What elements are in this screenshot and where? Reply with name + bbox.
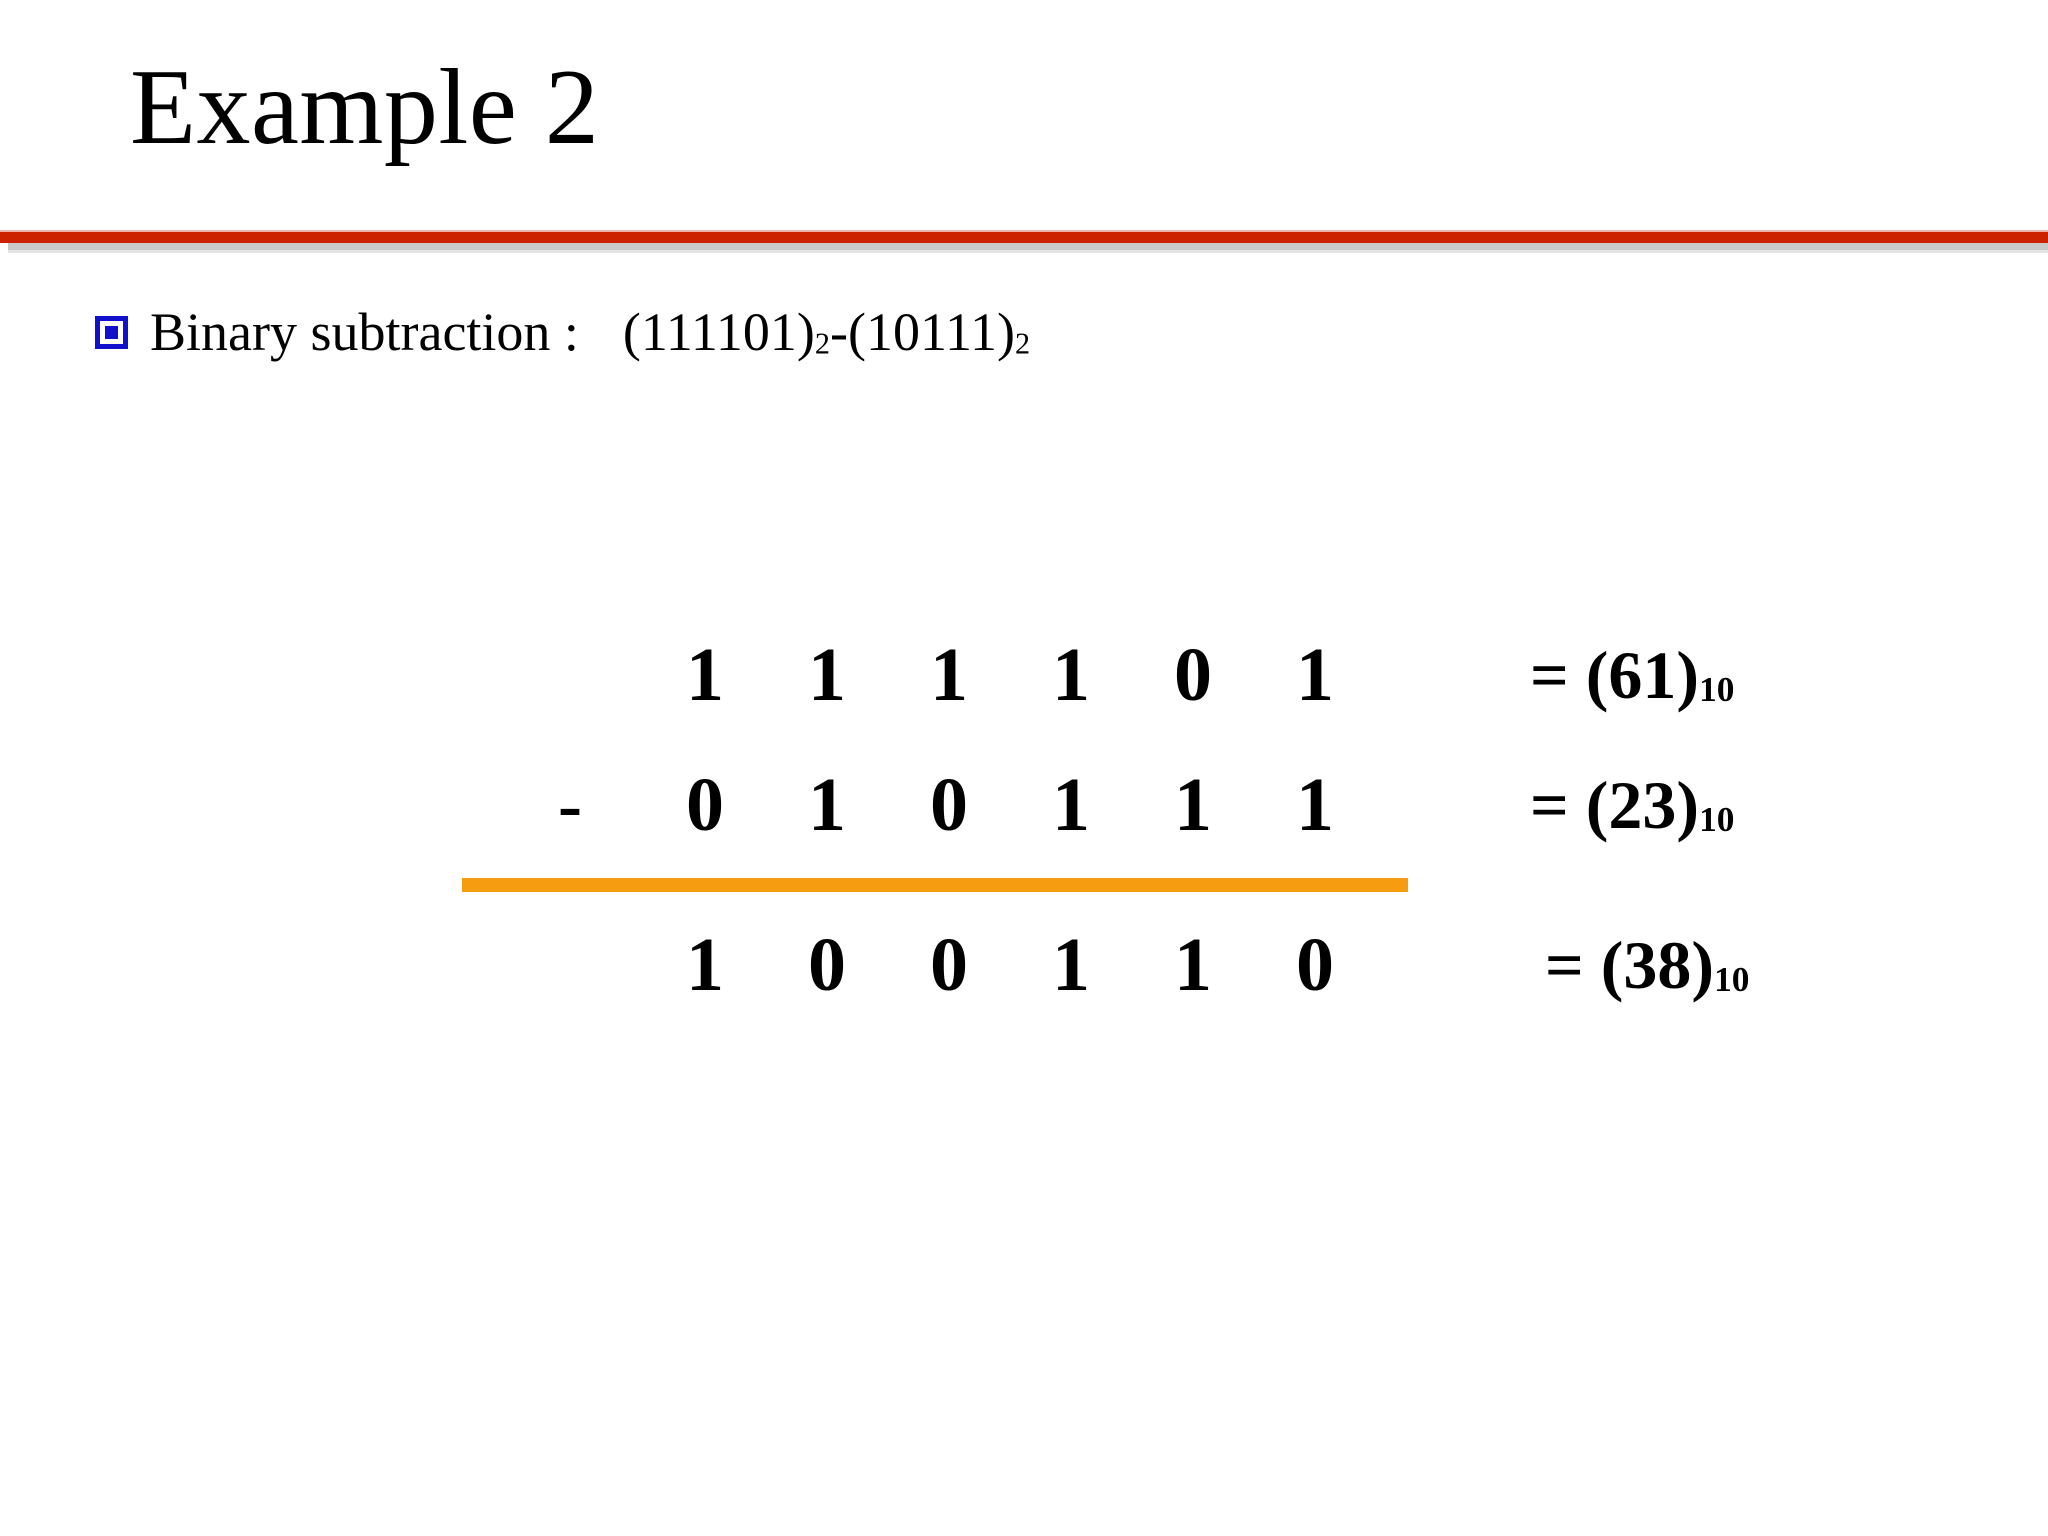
minuend-base: 2 bbox=[814, 326, 830, 361]
minuend-literal: (111101) bbox=[622, 302, 815, 362]
title-divider-bar bbox=[0, 232, 2048, 243]
subtrahend-literal: (10111) bbox=[847, 302, 1015, 362]
decimal-value: 61 bbox=[1608, 637, 1677, 713]
digit-cell: 1 bbox=[808, 633, 846, 717]
decimal-base: 10 bbox=[1699, 798, 1735, 839]
digit-cell: 1 bbox=[686, 633, 724, 717]
digit-cell: 1 bbox=[1052, 633, 1090, 717]
expression-operator: - bbox=[830, 302, 848, 362]
calc-row-subtrahend: - 0 1 0 1 1 1 = (23)10 bbox=[0, 750, 2048, 860]
digit-cell: 0 bbox=[808, 923, 846, 1007]
digit-cell: 1 bbox=[930, 633, 968, 717]
subtrahend-base: 2 bbox=[1014, 326, 1031, 361]
bullet-list-item: Binary subtraction : (111101)2-(10111)2 bbox=[95, 305, 1030, 359]
square-bullet-icon bbox=[95, 315, 128, 349]
paren-open: ( bbox=[1585, 767, 1609, 843]
equals-sign: = bbox=[1530, 767, 1569, 843]
calc-row-minuend: 1 1 1 1 0 1 = (61)10 bbox=[0, 620, 2048, 730]
bullet-item-label: Binary subtraction : bbox=[150, 302, 579, 362]
page-title: Example 2 bbox=[130, 48, 600, 167]
digit-cell: 0 bbox=[686, 763, 724, 847]
digit-cell: 1 bbox=[808, 763, 846, 847]
digit-cell: 0 bbox=[1174, 633, 1212, 717]
paren-close: ) bbox=[1676, 637, 1700, 713]
title-divider-highlight bbox=[0, 230, 2048, 233]
minuend-decimal-annotation: = (61)10 bbox=[1530, 620, 1734, 744]
digit-cell: 1 bbox=[1296, 633, 1334, 717]
minuend-digits: 1 1 1 1 0 1 bbox=[660, 620, 1420, 730]
digit-cell: 0 bbox=[930, 923, 968, 1007]
digit-cell: 1 bbox=[1296, 763, 1334, 847]
equals-sign: = bbox=[1530, 637, 1569, 713]
decimal-base: 10 bbox=[1714, 958, 1750, 999]
digit-cell: 1 bbox=[1052, 763, 1090, 847]
subtraction-operator: - bbox=[558, 765, 582, 845]
digit-cell: 1 bbox=[1174, 763, 1212, 847]
paren-close: ) bbox=[1691, 927, 1715, 1003]
subtrahend-digits: 0 1 0 1 1 1 bbox=[660, 750, 1420, 860]
digit-cell: 1 bbox=[686, 923, 724, 1007]
calc-row-difference: 1 0 0 1 1 0 = (38)10 bbox=[0, 910, 2048, 1020]
subtrahend-decimal-annotation: = (23)10 bbox=[1530, 750, 1734, 874]
binary-subtraction-worksheet: 1 1 1 1 0 1 = (61)10 - 0 1 0 1 1 1 = (23… bbox=[0, 620, 2048, 1080]
decimal-value: 38 bbox=[1623, 927, 1692, 1003]
paren-close: ) bbox=[1676, 767, 1700, 843]
paren-open: ( bbox=[1600, 927, 1624, 1003]
digit-cell: 1 bbox=[1052, 923, 1090, 1007]
bullet-expression: (111101)2-(10111)2 bbox=[623, 305, 1030, 359]
digit-cell: 0 bbox=[930, 763, 968, 847]
difference-digits: 1 0 0 1 1 0 bbox=[660, 910, 1420, 1020]
paren-open: ( bbox=[1585, 637, 1609, 713]
decimal-value: 23 bbox=[1608, 767, 1677, 843]
digit-cell: 0 bbox=[1296, 923, 1334, 1007]
title-divider-shadow-soft bbox=[8, 250, 2048, 253]
decimal-base: 10 bbox=[1699, 668, 1735, 709]
digit-cell: 1 bbox=[1174, 923, 1212, 1007]
difference-decimal-annotation: = (38)10 bbox=[1545, 910, 1749, 1034]
title-divider-shadow bbox=[8, 243, 2048, 250]
title-divider bbox=[0, 230, 2048, 253]
calculation-divider bbox=[462, 878, 1408, 892]
equals-sign: = bbox=[1545, 927, 1584, 1003]
